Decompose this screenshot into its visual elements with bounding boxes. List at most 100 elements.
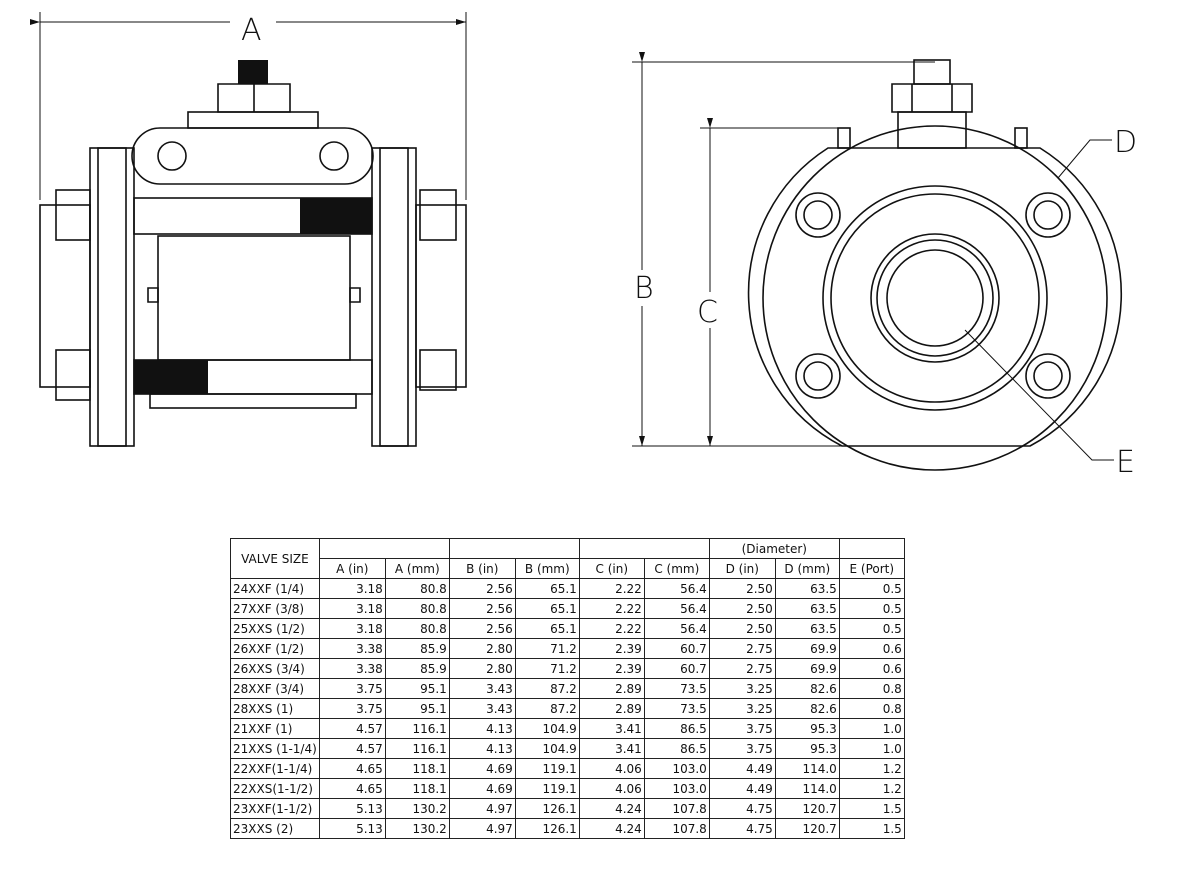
- value-cell: 71.2: [514, 638, 580, 659]
- value-cell: 80.8: [384, 598, 450, 619]
- value-cell: 80.8: [384, 618, 450, 639]
- value-cell: 2.22: [578, 598, 645, 619]
- value-cell: 4.57: [318, 738, 386, 759]
- column-header: D (mm): [774, 558, 840, 579]
- valve-drawing: A B C: [30, 12, 1137, 480]
- value-cell: 4.69: [448, 758, 516, 779]
- valve-size-cell: 24XXF (1/4): [230, 578, 320, 599]
- diameter-header: (Diameter): [708, 538, 840, 559]
- value-cell: 120.7: [774, 818, 840, 839]
- value-cell: 86.5: [643, 718, 710, 739]
- value-cell: 3.75: [708, 738, 776, 759]
- value-cell: 4.24: [578, 798, 645, 819]
- column-header: E (Port): [838, 558, 905, 579]
- value-cell: 2.75: [708, 638, 776, 659]
- value-cell: 0.6: [838, 638, 905, 659]
- value-cell: 87.2: [514, 698, 580, 719]
- valve-size-cell: 27XXF (3/8): [230, 598, 320, 619]
- dimensions-table: VALVE SIZE (Diameter) A (in)A (mm)B (in)…: [230, 538, 905, 839]
- value-cell: 120.7: [774, 798, 840, 819]
- value-cell: 4.97: [448, 798, 516, 819]
- value-cell: 56.4: [643, 598, 710, 619]
- valve-size-cell: 23XXF(1-1/2): [230, 798, 320, 819]
- value-cell: 1.0: [838, 738, 905, 759]
- valve-size-cell: 26XXF (1/2): [230, 638, 320, 659]
- value-cell: 3.41: [578, 718, 645, 739]
- value-cell: 73.5: [643, 698, 710, 719]
- valve-size-cell: 25XXS (1/2): [230, 618, 320, 639]
- value-cell: 1.5: [838, 818, 905, 839]
- value-cell: 2.80: [448, 638, 516, 659]
- value-cell: 3.75: [318, 698, 386, 719]
- value-cell: 60.7: [643, 638, 710, 659]
- value-cell: 80.8: [384, 578, 450, 599]
- value-cell: 95.3: [774, 718, 840, 739]
- value-cell: 3.38: [318, 658, 386, 679]
- value-cell: 1.5: [838, 798, 905, 819]
- value-cell: 85.9: [384, 658, 450, 679]
- value-cell: 3.38: [318, 638, 386, 659]
- value-cell: 4.13: [448, 738, 516, 759]
- value-cell: 4.49: [708, 778, 776, 799]
- value-cell: 63.5: [774, 618, 840, 639]
- value-cell: 2.80: [448, 658, 516, 679]
- value-cell: 95.3: [774, 738, 840, 759]
- dimension-e-label: E: [1116, 445, 1135, 480]
- column-header: C (in): [578, 558, 645, 579]
- column-header: A (mm): [384, 558, 450, 579]
- value-cell: 3.18: [318, 598, 386, 619]
- column-header: D (in): [708, 558, 776, 579]
- value-cell: 126.1: [514, 818, 580, 839]
- value-cell: 82.6: [774, 678, 840, 699]
- value-cell: 104.9: [514, 718, 580, 739]
- value-cell: 4.75: [708, 818, 776, 839]
- valve-size-cell: 28XXS (1): [230, 698, 320, 719]
- value-cell: 3.18: [318, 578, 386, 599]
- end-view: B C D E: [630, 52, 1137, 480]
- value-cell: 4.49: [708, 758, 776, 779]
- value-cell: 3.75: [318, 678, 386, 699]
- value-cell: 2.56: [448, 618, 516, 639]
- value-cell: 4.06: [578, 758, 645, 779]
- value-cell: 2.56: [448, 578, 516, 599]
- value-cell: 3.25: [708, 678, 776, 699]
- side-view: A: [30, 12, 467, 447]
- value-cell: 4.65: [318, 758, 386, 779]
- value-cell: 2.22: [578, 618, 645, 639]
- value-cell: 87.2: [514, 678, 580, 699]
- value-cell: 116.1: [384, 718, 450, 739]
- dimension-b-label: B: [634, 271, 654, 306]
- valve-size-cell: 21XXS (1-1/4): [230, 738, 320, 759]
- value-cell: 103.0: [643, 758, 710, 779]
- value-cell: 3.75: [708, 718, 776, 739]
- valve-size-header: VALVE SIZE: [230, 538, 320, 579]
- value-cell: 2.56: [448, 598, 516, 619]
- value-cell: 65.1: [514, 598, 580, 619]
- value-cell: 2.89: [578, 698, 645, 719]
- value-cell: 3.43: [448, 678, 516, 699]
- value-cell: 4.06: [578, 778, 645, 799]
- value-cell: 119.1: [514, 758, 580, 779]
- value-cell: 2.39: [578, 658, 645, 679]
- value-cell: 86.5: [643, 738, 710, 759]
- value-cell: 2.89: [578, 678, 645, 699]
- value-cell: 69.9: [774, 638, 840, 659]
- bolt-holes: [795, 192, 1071, 399]
- value-cell: 2.50: [708, 618, 776, 639]
- value-cell: 71.2: [514, 658, 580, 679]
- value-cell: 0.6: [838, 658, 905, 679]
- valve-size-cell: 22XXS(1-1/2): [230, 778, 320, 799]
- value-cell: 118.1: [384, 778, 450, 799]
- valve-size-cell: 26XXS (3/4): [230, 658, 320, 679]
- valve-size-cell: 22XXF(1-1/4): [230, 758, 320, 779]
- value-cell: 4.75: [708, 798, 776, 819]
